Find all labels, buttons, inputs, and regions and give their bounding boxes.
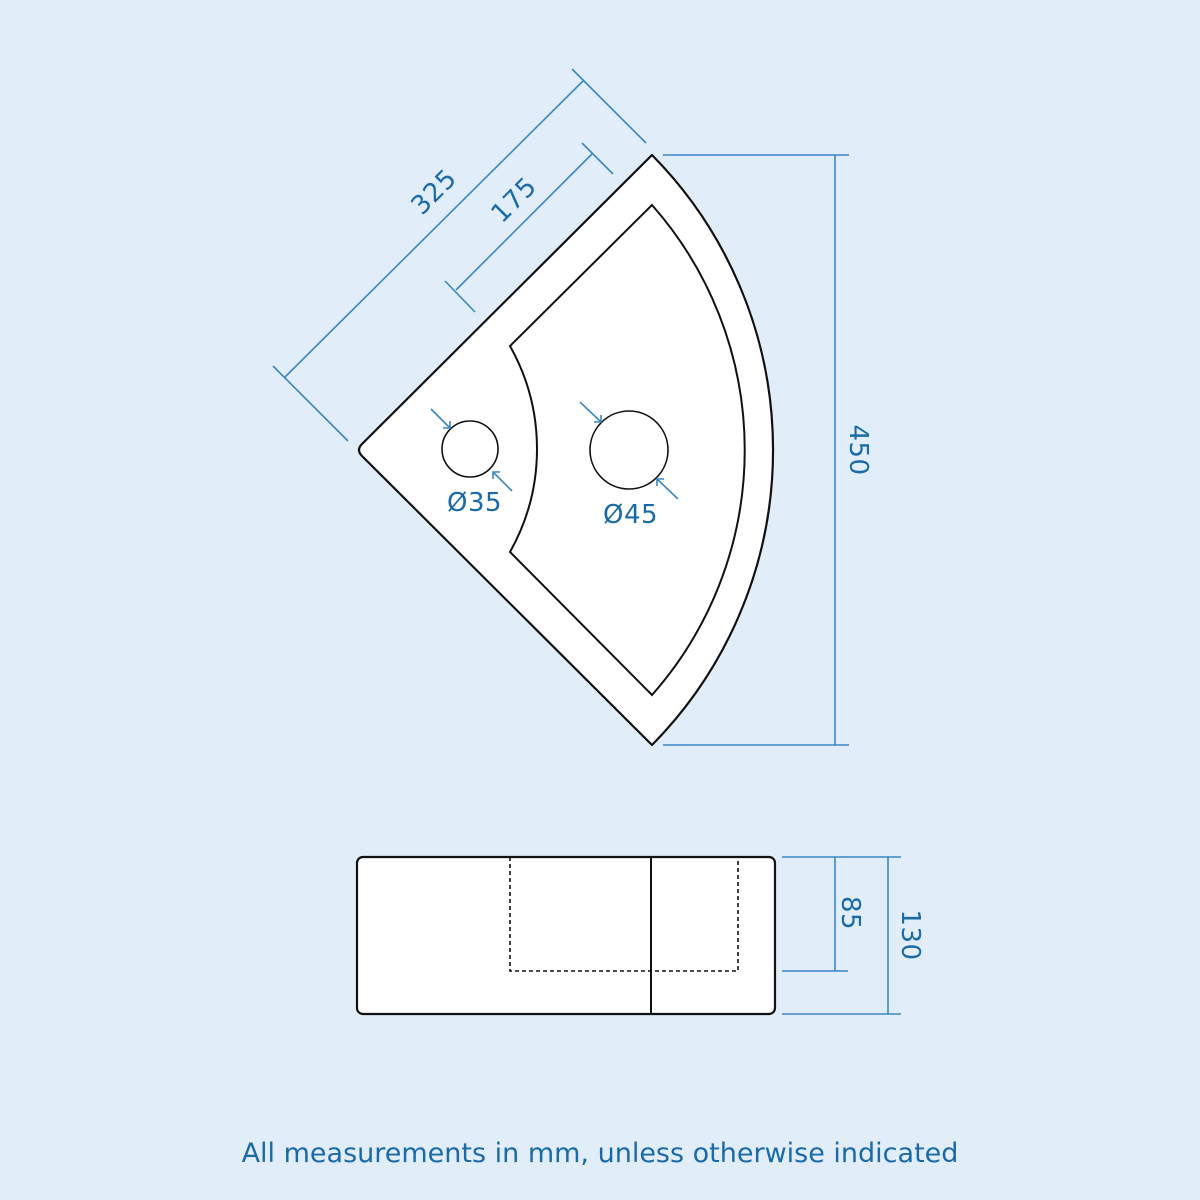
width-label: 450 xyxy=(843,424,873,475)
offset-dimension xyxy=(444,142,614,313)
side-view: 85 130 xyxy=(355,855,925,1016)
hidden-bowl-outline xyxy=(509,857,739,972)
large-tap-hole xyxy=(589,410,669,490)
basin-depth-label: 85 xyxy=(835,896,865,930)
edge-length-label: 325 xyxy=(406,164,463,221)
small-tap-hole xyxy=(441,420,499,478)
large-hole-label: Ø45 xyxy=(603,500,658,530)
offset-label: 175 xyxy=(486,172,543,229)
total-height-label: 130 xyxy=(895,909,925,960)
small-hole-arrows xyxy=(430,408,513,492)
total-height-dimension xyxy=(782,856,901,1015)
small-hole-label: Ø35 xyxy=(447,488,502,518)
width-dimension xyxy=(663,154,849,746)
basin-depth-dimension xyxy=(782,856,848,972)
top-view: Ø35 Ø45 325 175 450 xyxy=(272,68,873,747)
edge-length-dimension xyxy=(272,68,647,442)
large-hole-arrows xyxy=(579,401,679,500)
measurement-note: All measurements in mm, unless otherwise… xyxy=(242,1138,959,1169)
side-outline xyxy=(355,855,777,1016)
